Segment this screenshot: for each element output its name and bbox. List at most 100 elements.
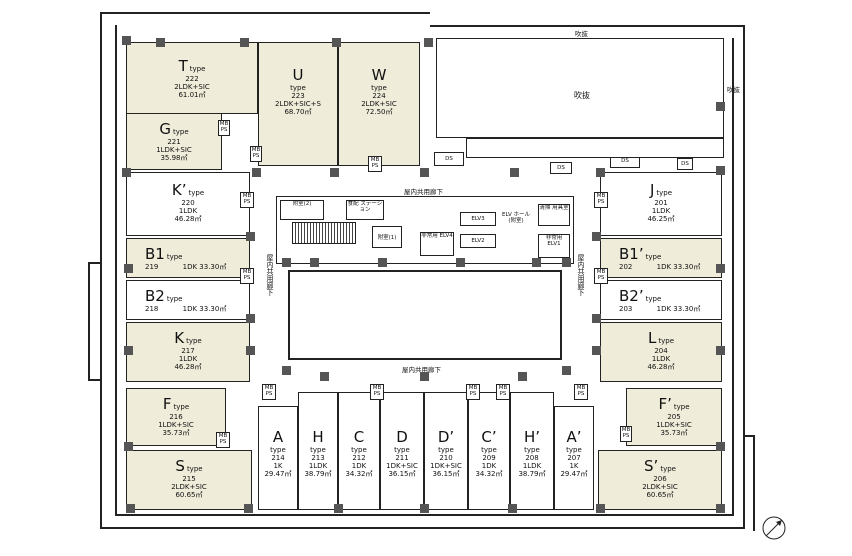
stairs (292, 222, 356, 244)
unit-number: 222 (185, 75, 199, 84)
unit-area: 46.25㎡ (647, 215, 675, 224)
unit-layout: 1DK+SIC (386, 462, 418, 471)
unit-number: 214 (271, 454, 285, 463)
column (334, 504, 343, 513)
unit-details: 218 1DK 33.30㎡ (145, 305, 249, 313)
unit-U[interactable]: U type 223 2LDK+SIC+S 68.70㎡ (258, 42, 338, 166)
unit-layout: 2LDK+SIC (174, 83, 210, 92)
unit-letter: B1’ (619, 245, 644, 263)
unit-D2[interactable]: D’ type 210 1DK+SIC 36.15㎡ (424, 392, 468, 510)
unit-area: 46.28㎡ (647, 363, 675, 372)
column (378, 258, 387, 267)
column (596, 504, 605, 513)
unit-K2[interactable]: K’type 220 1LDK 46.28㎡ (126, 172, 250, 236)
unit-H[interactable]: H type 213 1LDK 38.79㎡ (298, 392, 338, 510)
unit-area: 35.98㎡ (160, 154, 188, 163)
mbps-205: MB PS (620, 426, 632, 442)
unit-A2[interactable]: A’ type 207 1K 29.47㎡ (554, 406, 594, 510)
unit-layout: 1LDK+SIC (656, 421, 692, 430)
unit-layout: 1LDK (651, 207, 671, 216)
unit-letter: L (648, 329, 657, 347)
ds-label: DS (621, 158, 629, 164)
unit-type: type (270, 446, 286, 455)
right-bay-v (753, 435, 755, 531)
column (122, 36, 131, 45)
unit-letter: B2 (145, 287, 165, 305)
unit-number: 224 (372, 92, 386, 101)
unit-area: 36.15㎡ (388, 470, 416, 479)
unit-type: type (645, 253, 662, 261)
unit-letter: H’ (523, 428, 541, 446)
unit-letter: A (272, 428, 284, 446)
outer-wall-top-right (430, 25, 745, 27)
unit-C[interactable]: C type 212 1DK 34.32㎡ (338, 392, 380, 510)
corridor-top-label: 屋内共用廊下 (404, 188, 443, 196)
unit-number: 203 (619, 305, 633, 314)
mbps-209: MB PS (496, 384, 510, 400)
mbps-221: MB PS (218, 120, 230, 136)
unit-number: 220 (181, 199, 195, 208)
unit-area: 35.73㎡ (162, 429, 190, 438)
unit-details: 202 1DK 33.30㎡ (619, 263, 721, 271)
unit-area: 35.73㎡ (660, 429, 688, 438)
outer-wall-bottom (100, 527, 745, 529)
left-bay (88, 262, 100, 264)
column (716, 346, 725, 355)
left-bay-b (88, 379, 100, 381)
unit-area: 72.50㎡ (365, 108, 393, 117)
unit-C2[interactable]: C’ type 209 1DK 34.32㎡ (468, 392, 510, 510)
unit-layout: 2LDK+SIC+S (275, 100, 321, 109)
column (592, 314, 601, 323)
unit-layout: 1K (273, 462, 283, 471)
unit-D[interactable]: D type 211 1DK+SIC 36.15㎡ (380, 392, 424, 510)
annex2-label: 附室(2) (292, 201, 312, 207)
unit-layout: 1LDK (178, 207, 198, 216)
unit-letter: K (174, 329, 185, 347)
unit-type: type (524, 446, 540, 455)
mbps-224: MB PS (368, 156, 382, 172)
column (246, 346, 255, 355)
unit-number: 223 (291, 92, 305, 101)
unit-B12[interactable]: B1’type 202 1DK 33.30㎡ (600, 238, 722, 278)
elv-hall: ELV ホール (附室) (500, 212, 532, 248)
column (456, 258, 465, 267)
unit-layout: 1LDK (651, 355, 671, 364)
unit-type: type (394, 446, 410, 455)
column (518, 372, 527, 381)
column (596, 168, 605, 177)
unit-type: type (481, 446, 497, 455)
unit-type: type (166, 295, 183, 303)
column (320, 372, 329, 381)
unit-layout: 1DK (481, 462, 497, 471)
unit-type: type (656, 189, 673, 197)
unit-type: type (673, 403, 690, 411)
unit-W[interactable]: W type 224 2LDK+SIC 72.50㎡ (338, 42, 420, 166)
unit-letter: F (162, 395, 172, 413)
unit-H2[interactable]: H’ type 208 1LDK 38.79㎡ (510, 392, 554, 510)
unit-S2[interactable]: S’type 206 2LDK+SIC 60.65㎡ (598, 450, 722, 510)
column (126, 504, 135, 513)
unit-area: 68.70㎡ (284, 108, 312, 117)
column (562, 366, 571, 375)
column (244, 504, 253, 513)
mbps-202: MB PS (594, 268, 608, 284)
column (124, 346, 133, 355)
unit-F2[interactable]: F’type 205 1LDK+SIC 35.73㎡ (626, 388, 722, 446)
unit-B22[interactable]: B2’type 203 1DK 33.30㎡ (600, 280, 722, 320)
column (282, 366, 291, 375)
unit-A[interactable]: A type 214 1K 29.47㎡ (258, 406, 298, 510)
unit-area: 46.28㎡ (174, 363, 202, 372)
unit-number: 201 (654, 199, 668, 208)
ds-label: DS (445, 156, 453, 162)
unit-layout: 1DK (182, 305, 198, 314)
unit-number: 209 (482, 454, 496, 463)
